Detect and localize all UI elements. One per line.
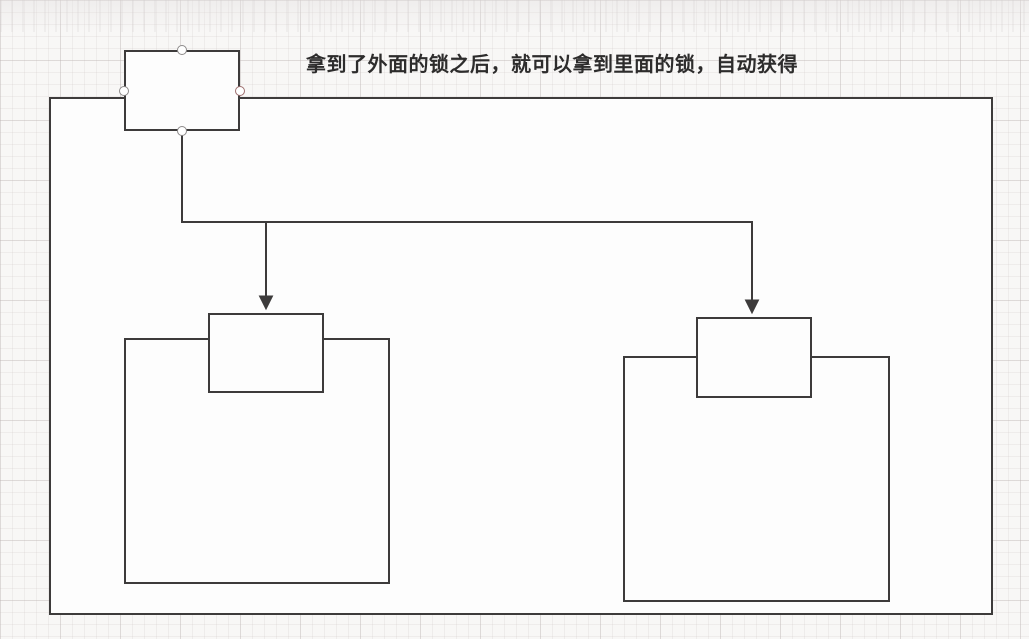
outer-lock-node[interactable] <box>124 50 240 131</box>
connection-handle-left[interactable] <box>119 86 129 96</box>
connector-to-right-lock-arrow[interactable] <box>181 131 760 315</box>
grid-artifact-band <box>0 0 1029 32</box>
diagram-caption[interactable]: 拿到了外面的锁之后，就可以拿到里面的锁，自动获得 <box>306 54 798 76</box>
connection-handle-top[interactable] <box>177 45 187 55</box>
left-inner-lock-rect[interactable] <box>208 313 324 393</box>
right-inner-lock-rect[interactable] <box>696 317 812 398</box>
connection-handle-right[interactable] <box>235 86 245 96</box>
connection-handle-bottom[interactable] <box>177 126 187 136</box>
